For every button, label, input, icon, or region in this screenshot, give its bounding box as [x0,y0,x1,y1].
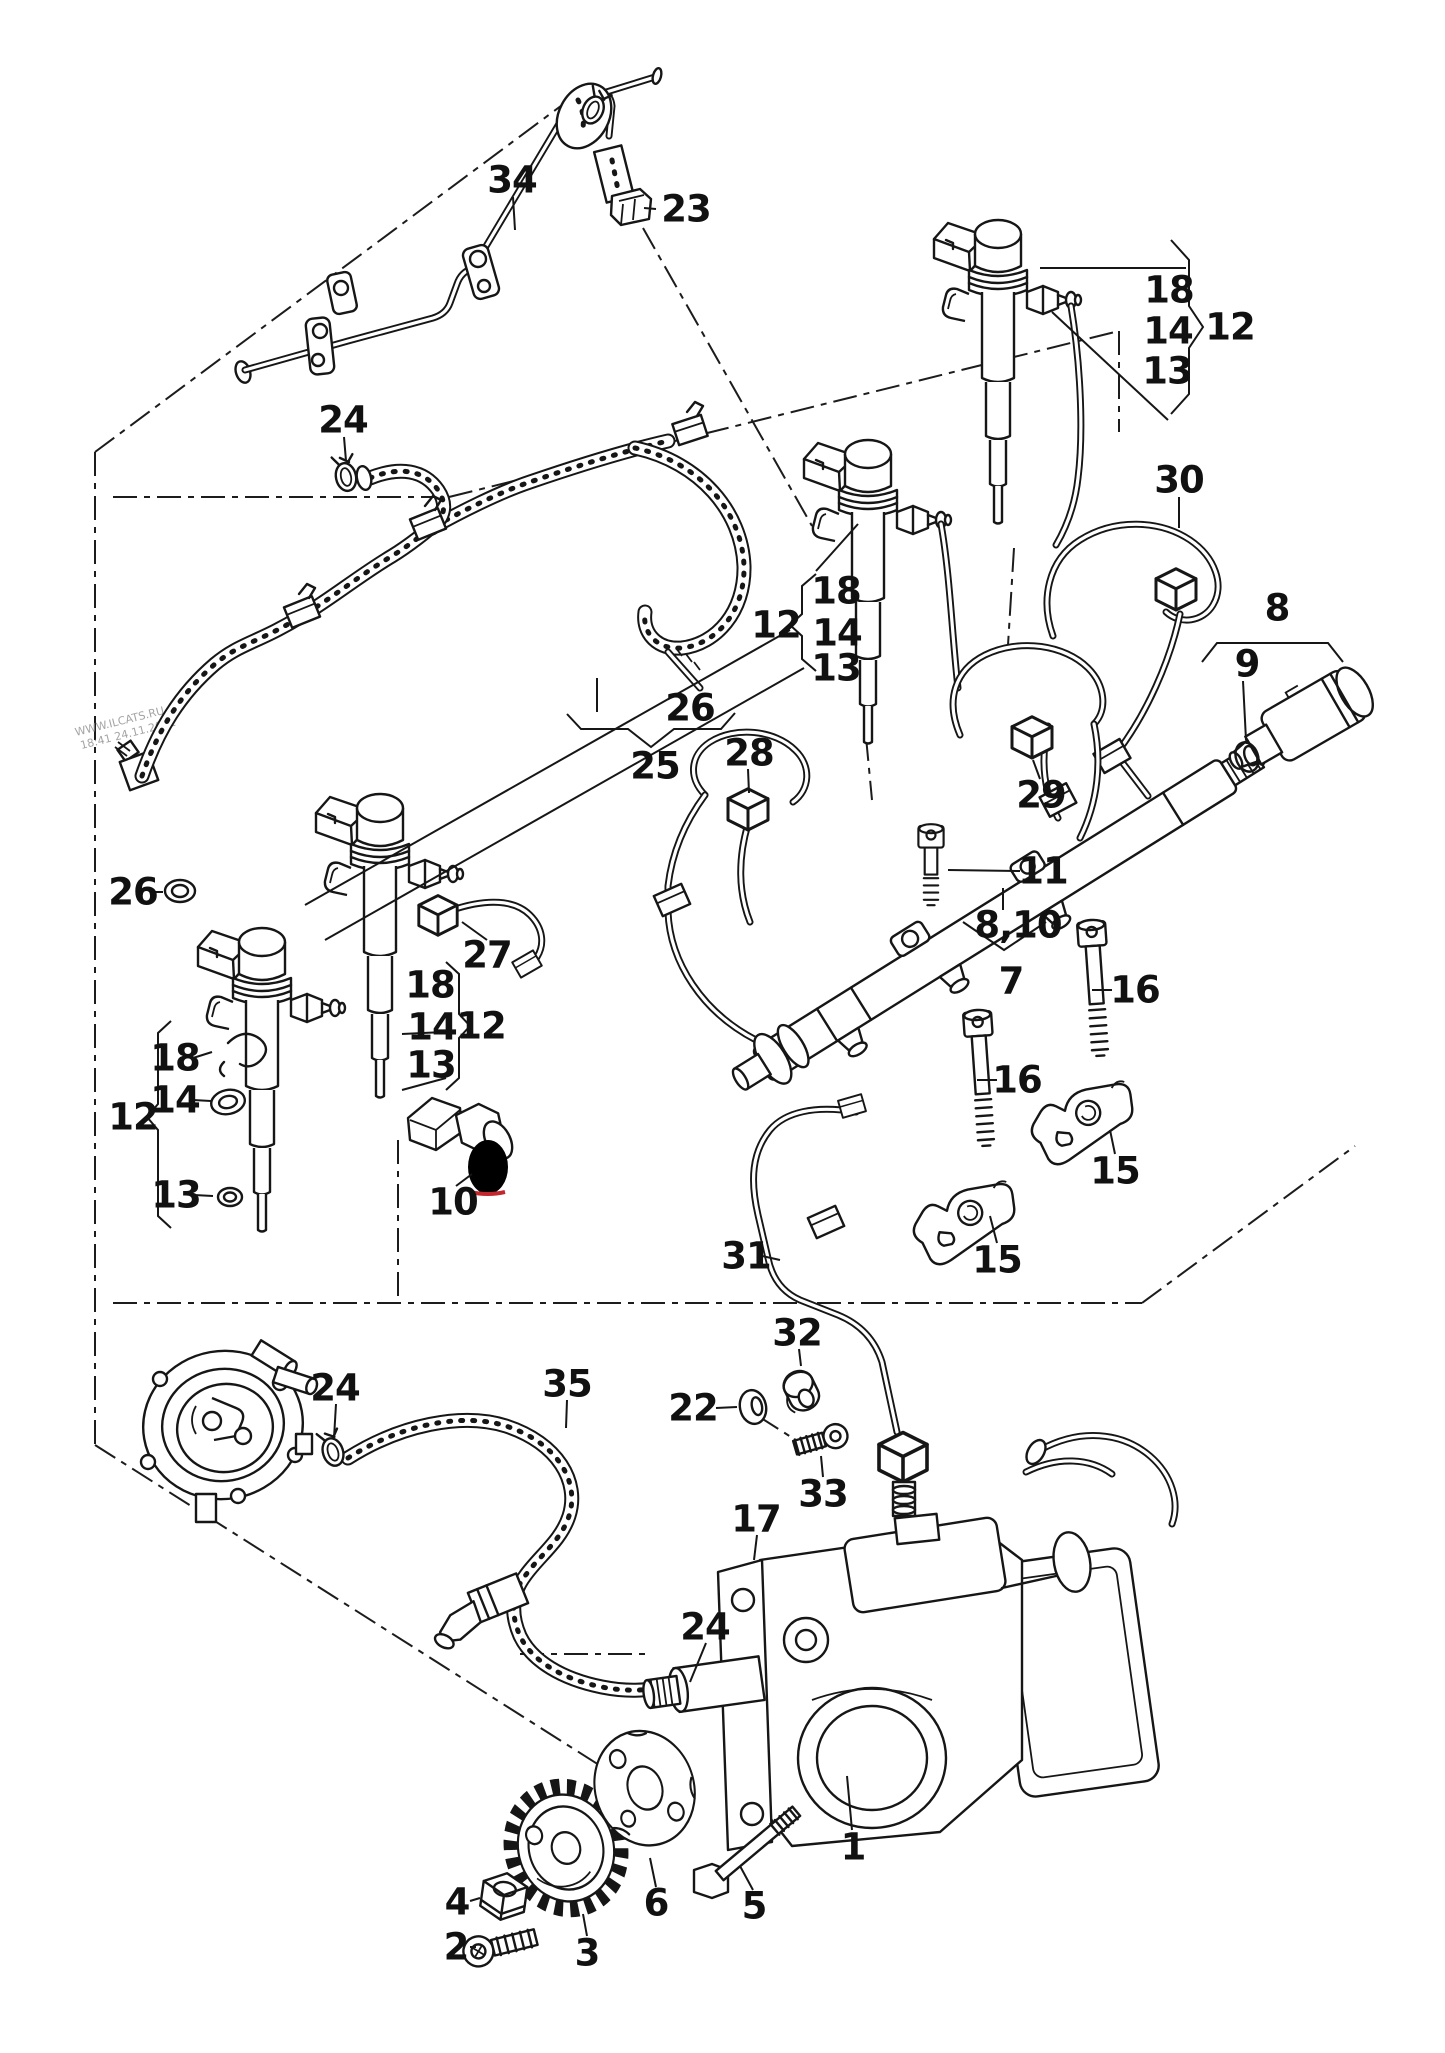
fuel-hose-35 [315,1412,702,1705]
part-label-35: 35 [542,1363,592,1406]
part-label-3: 3 [575,1932,600,1975]
part-label-16-l: 16 [992,1059,1042,1102]
part-label-12-a: 12 [1205,306,1255,349]
nut-4 [479,1872,529,1921]
part-label-27: 27 [462,934,512,977]
part-label-13-b: 13 [811,647,861,690]
breather-pipe-34 [234,67,663,384]
seal-kit-left [163,878,268,1208]
banjo-fitting-32 [782,1369,821,1414]
part-label-12-c: 12 [456,1005,506,1048]
part-label-30: 30 [1154,459,1204,502]
injector-1 [932,218,1083,525]
part-label-29: 29 [1016,774,1066,817]
part-label-11: 11 [1018,850,1068,893]
part-label-5: 5 [742,1885,767,1928]
part-label-12-b: 12 [751,604,801,647]
part-label-18-c: 18 [405,964,455,1007]
part-label-9: 9 [1235,643,1260,686]
part-label-8: 8 [1265,587,1290,630]
return-hose-harness-25 [114,400,752,792]
bolt-11 [917,823,945,907]
part-label-26-left: 26 [108,871,158,914]
part-label-18-b: 18 [811,570,861,613]
hp-pipe-27 [417,894,546,979]
leader-lines [150,196,1247,1948]
hp-pipe-28 [652,728,811,1044]
part-label-16-r: 16 [1110,969,1160,1012]
bolt-5 [692,1805,802,1900]
part-label-2: 2 [444,1926,469,1969]
part-label-17: 17 [731,1498,781,1541]
part-label-34: 34 [487,159,537,202]
washer-22 [738,1388,768,1426]
part-label-24-bot: 24 [680,1606,730,1649]
part-label-6: 6 [644,1882,669,1925]
part-label-1: 1 [841,1826,866,1869]
part-label-32: 32 [772,1312,822,1355]
part-label-23: 23 [661,188,711,231]
part-label-10: 10 [428,1181,478,1224]
part-label-18-a: 18 [1144,269,1194,312]
part-label-28: 28 [724,732,774,775]
pressure-sensor-8 [1228,666,1374,770]
hp-pipe-29 [937,520,1107,842]
part-label-13-a: 13 [1142,350,1192,393]
part-label-33: 33 [798,1473,848,1516]
part-label-4: 4 [445,1881,470,1924]
retaining-clip-23 [609,187,653,227]
bolt-33 [791,1422,849,1457]
part-label-15-l: 15 [972,1239,1022,1282]
part-label-18-left: 18 [150,1037,200,1080]
hp-pipe-30 [1043,302,1222,800]
selected-part-marker [468,1140,508,1196]
return-pipe-31 [750,1093,929,1518]
part-label-13-left: 13 [151,1174,201,1217]
hp-pump-1 [642,1432,1179,1852]
seal-ring-9 [1234,741,1260,773]
part-label-14-b: 14 [812,612,862,655]
label-braces [145,239,1344,1229]
part-label-15-r: 15 [1090,1150,1140,1193]
bolt-16-right [1075,917,1116,1058]
hub-6 [593,1729,696,1847]
part-label-24-mid: 24 [310,1367,360,1410]
flange-plate [139,1339,319,1524]
part-label-25: 25 [630,745,680,788]
part-label-24-top: 24 [318,399,368,442]
part-label-13-c: 13 [406,1044,456,1087]
part-label-26-mid: 26 [665,687,715,730]
part-label-7: 7 [999,960,1024,1003]
part-label-14-c: 14 [407,1006,457,1049]
part-label-14-left: 14 [150,1079,200,1122]
sensor-10 [406,1096,514,1160]
part-label-31: 31 [721,1235,771,1278]
part-label-14-a: 14 [1143,310,1193,353]
bolt-2 [462,1928,539,1968]
part-label-22: 22 [668,1387,718,1430]
part-label-12-left: 12 [108,1096,158,1139]
injector-3 [196,926,347,1233]
part-label-8-10: 8,10 [974,904,1061,947]
